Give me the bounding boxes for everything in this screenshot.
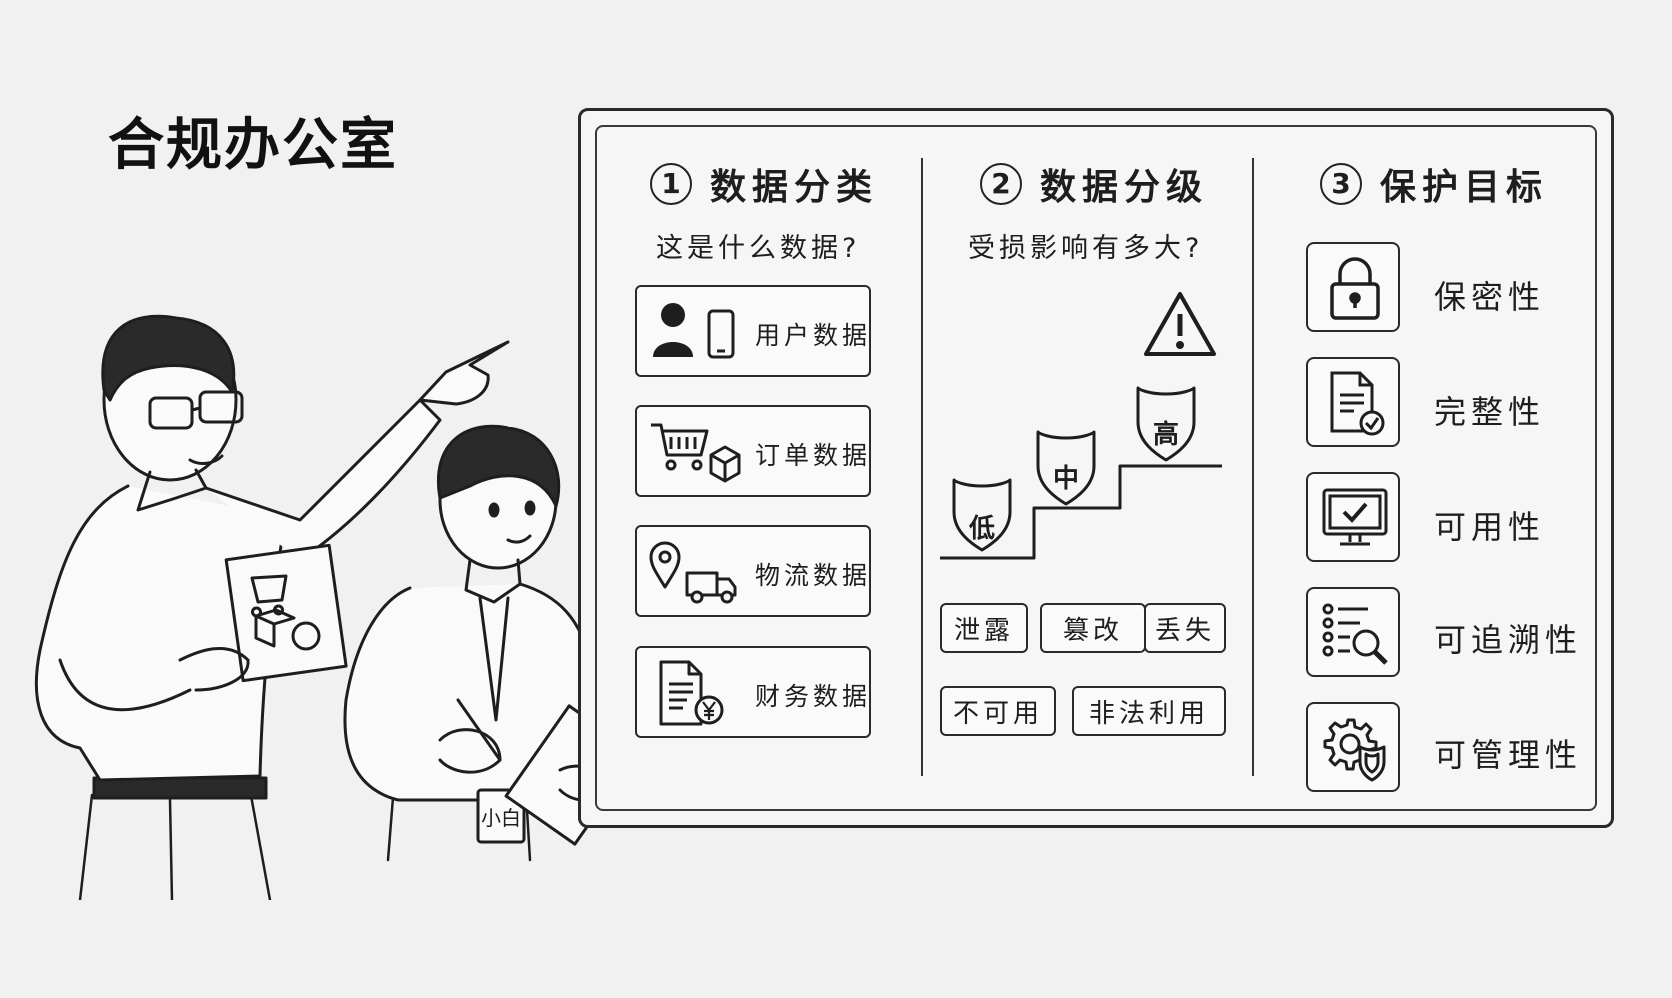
level-low: 低 <box>969 514 996 544</box>
classification-label: 用户数据 <box>755 321 872 350</box>
people-illustration: 小白 <box>34 314 640 900</box>
location-truck-icon <box>649 541 737 604</box>
goal-label: 保密性 <box>1434 278 1546 316</box>
person-phone-icon <box>653 303 735 359</box>
column-title-text: 数据分类 <box>710 167 879 208</box>
column-divider <box>1252 158 1254 776</box>
goal-icon-box <box>1306 357 1400 447</box>
document-check-icon <box>1330 371 1385 436</box>
whiteboard-inner-frame <box>595 125 1597 811</box>
goal-label: 可管理性 <box>1434 736 1583 774</box>
goal-icon-box <box>1306 587 1400 677</box>
goal-icon-box <box>1306 702 1400 792</box>
list-search-icon <box>1322 603 1388 665</box>
gear-shield-icon <box>1323 718 1386 782</box>
grading-staircase <box>940 292 1222 560</box>
classification-label: 财务数据 <box>755 682 872 711</box>
risk-tag: 不可用 <box>940 686 1056 736</box>
column-question: 这是什么数据? <box>656 233 861 264</box>
goal-icon-box <box>1306 242 1400 332</box>
column-question: 受损影响有多大? <box>968 233 1204 264</box>
shield-high-icon <box>1136 386 1196 462</box>
step-number: 3 <box>1320 163 1362 205</box>
risk-tag: 泄露 <box>940 603 1028 653</box>
level-high: 高 <box>1153 420 1180 450</box>
classification-card-finance: 财务数据 <box>635 646 871 738</box>
column-title-goals: 3 保护目标 <box>1320 158 1548 210</box>
cart-box-icon <box>651 423 741 483</box>
classification-card-user: 用户数据 <box>635 285 871 377</box>
classification-card-logistics: 物流数据 <box>635 525 871 617</box>
risk-tag: 篡改 <box>1040 603 1146 653</box>
step-number: 2 <box>980 163 1022 205</box>
column-title-text: 保护目标 <box>1380 167 1549 208</box>
goal-icon-box <box>1306 472 1400 562</box>
name-badge: 小白 <box>481 806 521 830</box>
classification-card-order: 订单数据 <box>635 405 871 497</box>
shield-mid-icon <box>1036 430 1096 506</box>
goal-label: 可追溯性 <box>1434 621 1583 659</box>
padlock-icon <box>1330 257 1380 320</box>
goal-label: 可用性 <box>1434 508 1546 546</box>
step-number: 1 <box>650 163 692 205</box>
document-yen-icon <box>659 660 724 726</box>
shield-low-icon <box>952 478 1012 552</box>
page-title: 合规办公室 <box>108 112 398 178</box>
goal-label: 完整性 <box>1434 393 1546 431</box>
risk-tag: 非法利用 <box>1072 686 1226 736</box>
monitor-check-icon <box>1322 488 1388 546</box>
level-mid: 中 <box>1053 464 1080 494</box>
staircase-line <box>940 464 1222 560</box>
classification-label: 物流数据 <box>755 561 872 590</box>
column-title-grading: 2 数据分级 <box>980 158 1208 210</box>
classification-label: 订单数据 <box>755 441 872 470</box>
column-divider <box>921 158 923 776</box>
warning-triangle-icon <box>1144 292 1216 356</box>
risk-tag: 丢失 <box>1144 603 1226 653</box>
column-title-classification: 1 数据分类 <box>650 158 878 210</box>
column-title-text: 数据分级 <box>1040 167 1209 208</box>
